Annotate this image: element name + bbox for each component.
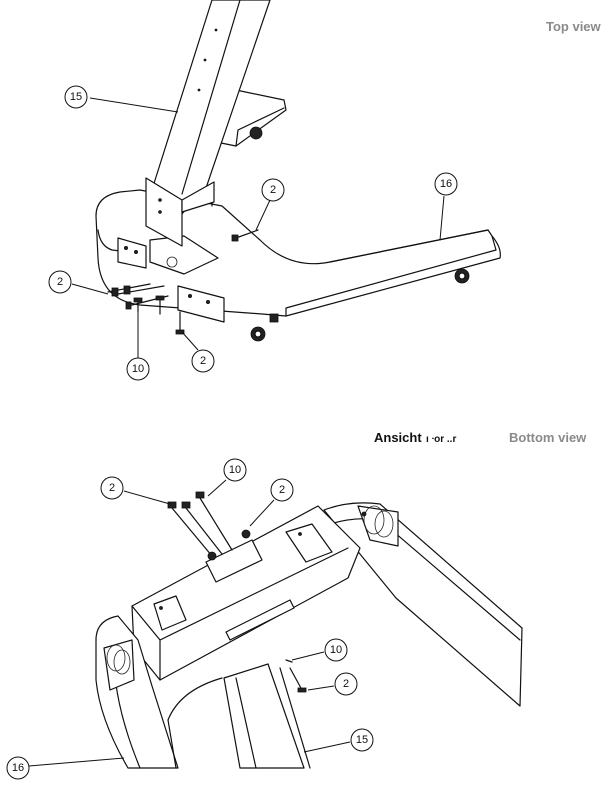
callout-2-bottom-b-label: 2 bbox=[279, 484, 285, 496]
callout-10-top bbox=[126, 357, 150, 381]
bottom-view-label: Bottom view bbox=[509, 430, 587, 445]
callout-16-top-label: 16 bbox=[440, 178, 452, 190]
callout-10-bottom-a-label: 10 bbox=[229, 464, 241, 476]
callout-10-bottom-b bbox=[324, 638, 348, 662]
callout-2-bottom-c bbox=[334, 672, 358, 696]
callouts-top-view: 15 2 16 2 10 2 bbox=[48, 85, 458, 381]
callout-15-bottom bbox=[350, 728, 374, 752]
callout-2-bottom-a bbox=[100, 476, 124, 500]
callout-16-bottom-label: 16 bbox=[12, 762, 24, 774]
callout-16-bottom bbox=[6, 756, 30, 780]
callout-2-top-c-label: 2 bbox=[200, 355, 206, 367]
ansicht-label: Ansicht bbox=[374, 430, 422, 445]
callout-2-top-a bbox=[261, 178, 285, 202]
callout-15-bottom-label: 15 bbox=[356, 734, 368, 746]
callout-10-bottom-b-label: 10 bbox=[330, 644, 342, 656]
ansicht-partial-label: ı ᐧor ..r bbox=[426, 434, 456, 445]
top-view-drawing bbox=[95, 0, 501, 342]
top-view-label: Top view bbox=[546, 19, 602, 34]
callout-2-top-b bbox=[48, 270, 72, 294]
callout-2-top-c bbox=[191, 349, 215, 373]
callout-10-top-label: 10 bbox=[132, 363, 144, 375]
callout-2-bottom-a-label: 2 bbox=[109, 482, 115, 494]
callout-2-bottom-b bbox=[270, 478, 294, 502]
callout-2-bottom-c-label: 2 bbox=[343, 678, 349, 690]
callout-15-top-label: 15 bbox=[70, 91, 82, 103]
bottom-view-drawing bbox=[95, 491, 523, 769]
callout-2-top-a-label: 2 bbox=[270, 184, 276, 196]
callouts-bottom-view: 2 10 2 10 2 15 16 bbox=[6, 458, 374, 780]
callout-16-top bbox=[434, 172, 458, 196]
callout-10-bottom-a bbox=[223, 458, 247, 482]
callout-15-top bbox=[64, 85, 88, 109]
callout-2-top-b-label: 2 bbox=[57, 276, 63, 288]
